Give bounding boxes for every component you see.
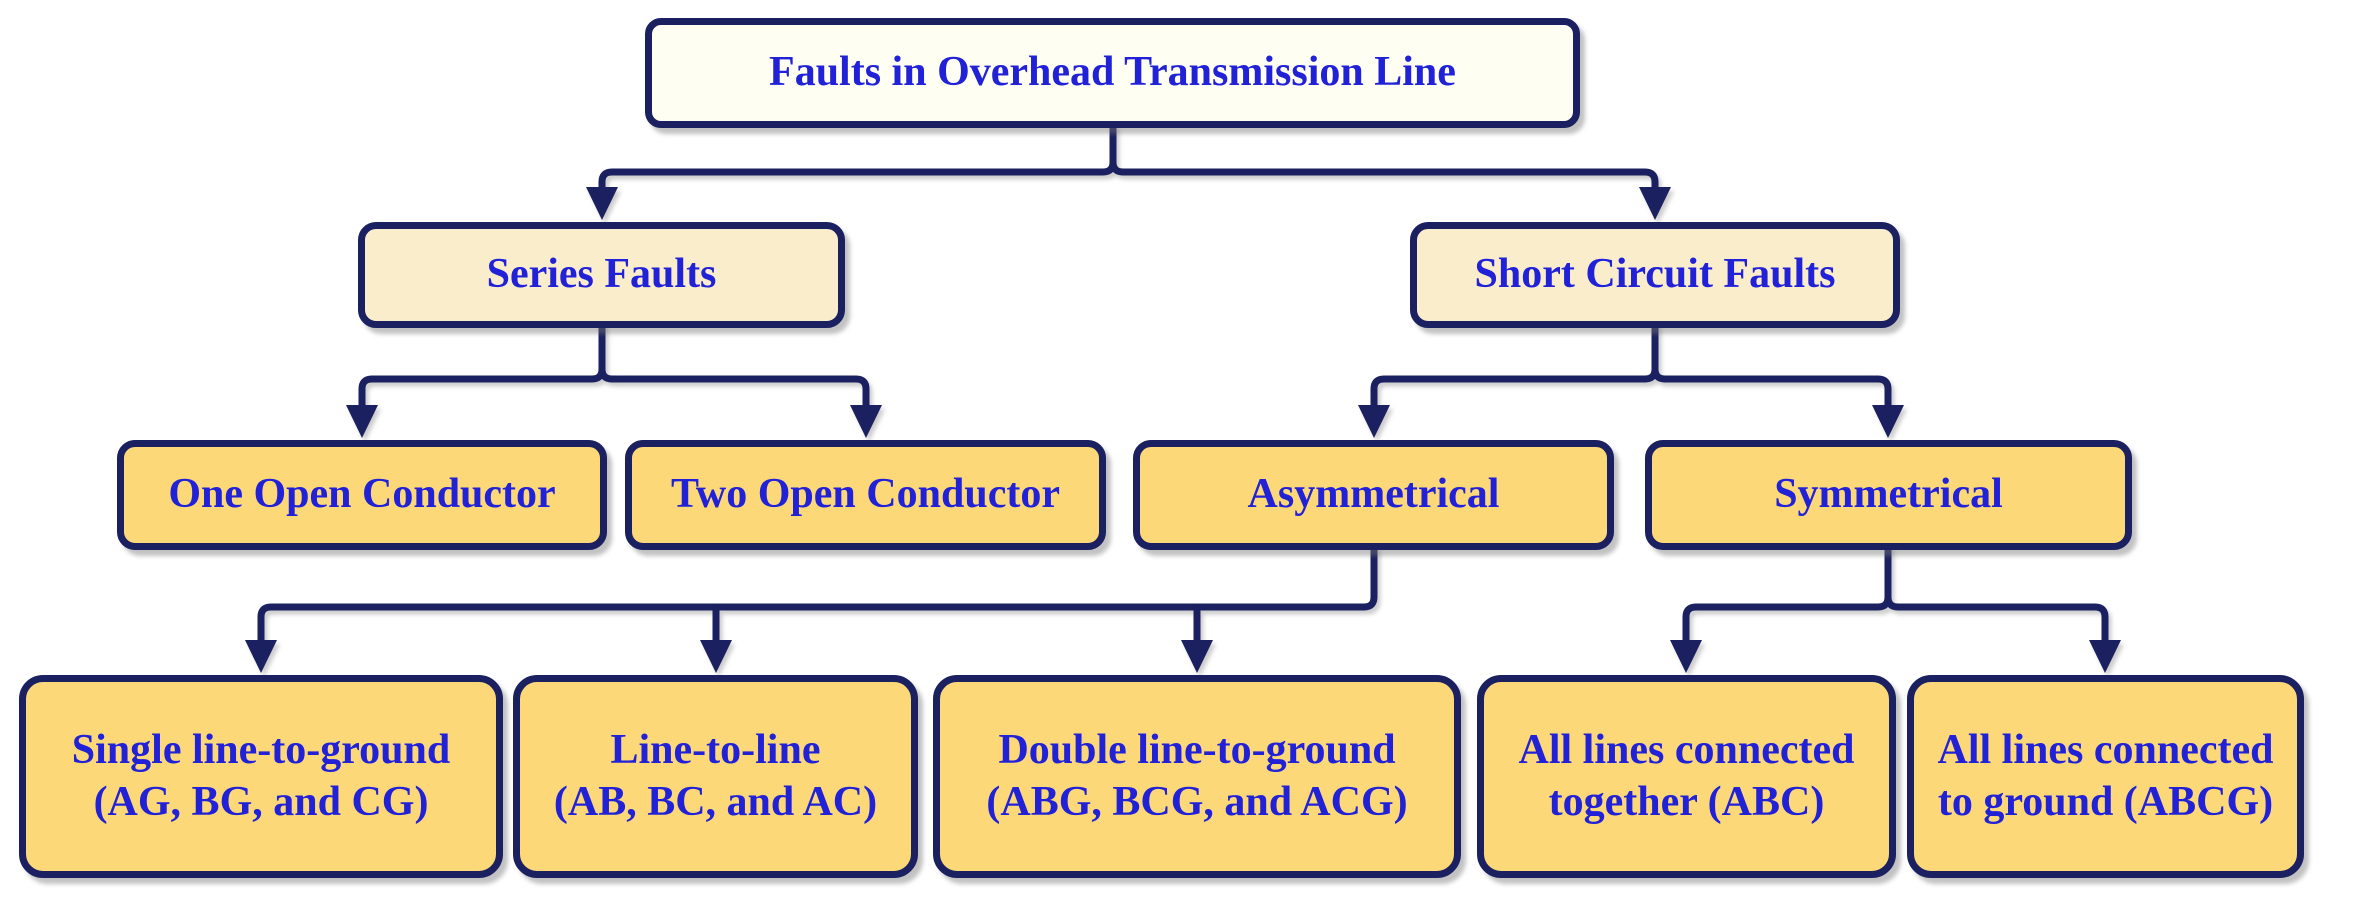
node-line-to-line: Line-to-line (AB, BC, and AC) [513, 675, 918, 878]
node-label-line1: Line-to-line [610, 727, 821, 774]
node-label: Faults in Overhead Transmission Line [769, 49, 1456, 96]
node-faults-root: Faults in Overhead Transmission Line [645, 18, 1580, 128]
node-all-lines-connected-to-ground: All lines connected to ground (ABCG) [1907, 675, 2304, 878]
node-label-line1: Single line-to-ground [71, 727, 451, 774]
node-label: Asymmetrical [1247, 471, 1500, 518]
node-label-line2: (AB, BC, and AC) [553, 778, 878, 825]
arrowheads [245, 187, 2121, 673]
node-series-faults: Series Faults [358, 222, 845, 328]
node-label-line1: Double line-to-ground [998, 727, 1396, 774]
node-label-line1: All lines connected [1937, 727, 2274, 774]
node-two-open-conductor: Two Open Conductor [625, 440, 1106, 550]
node-all-lines-connected-together: All lines connected together (ABC) [1477, 675, 1896, 878]
node-label: One Open Conductor [168, 471, 556, 518]
node-label-line2: to ground (ABCG) [1937, 778, 2274, 825]
node-symmetrical: Symmetrical [1645, 440, 2132, 550]
node-double-line-to-ground: Double line-to-ground (ABG, BCG, and ACG… [933, 675, 1461, 878]
node-one-open-conductor: One Open Conductor [117, 440, 607, 550]
node-asymmetrical: Asymmetrical [1133, 440, 1614, 550]
node-label: Symmetrical [1774, 471, 2003, 518]
node-single-line-to-ground: Single line-to-ground (AG, BG, and CG) [19, 675, 503, 878]
node-short-circuit-faults: Short Circuit Faults [1410, 222, 1900, 328]
node-label: Two Open Conductor [671, 471, 1060, 518]
node-label: Series Faults [486, 251, 717, 298]
node-label-line2: (AG, BG, and CG) [93, 778, 429, 825]
node-label-line2: (ABG, BCG, and ACG) [986, 778, 1408, 825]
node-label: Short Circuit Faults [1474, 251, 1836, 298]
node-label-line1: All lines connected [1518, 727, 1855, 774]
node-label-line2: together (ABC) [1548, 778, 1825, 825]
